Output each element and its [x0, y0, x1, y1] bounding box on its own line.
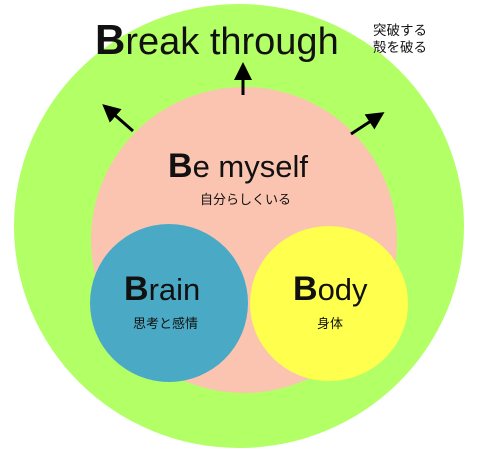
- arrow-up-left: [102, 104, 134, 133]
- be-myself-title: Be myself: [168, 147, 308, 185]
- brain-subtitle: 思考と感情: [133, 316, 199, 331]
- be-myself-subtitle: 自分らしくいる: [200, 192, 292, 207]
- break-through-subtitle: 突破する殻を破る: [373, 23, 427, 55]
- break-through-title: Break through: [95, 16, 339, 63]
- inner-circle-body: [250, 226, 408, 381]
- inner-circle-brain: [90, 224, 248, 382]
- arrow-up-right: [350, 112, 385, 136]
- body-title: Body: [293, 270, 368, 308]
- body-subtitle: 身体: [317, 316, 344, 331]
- brain-title: Brain: [124, 270, 201, 308]
